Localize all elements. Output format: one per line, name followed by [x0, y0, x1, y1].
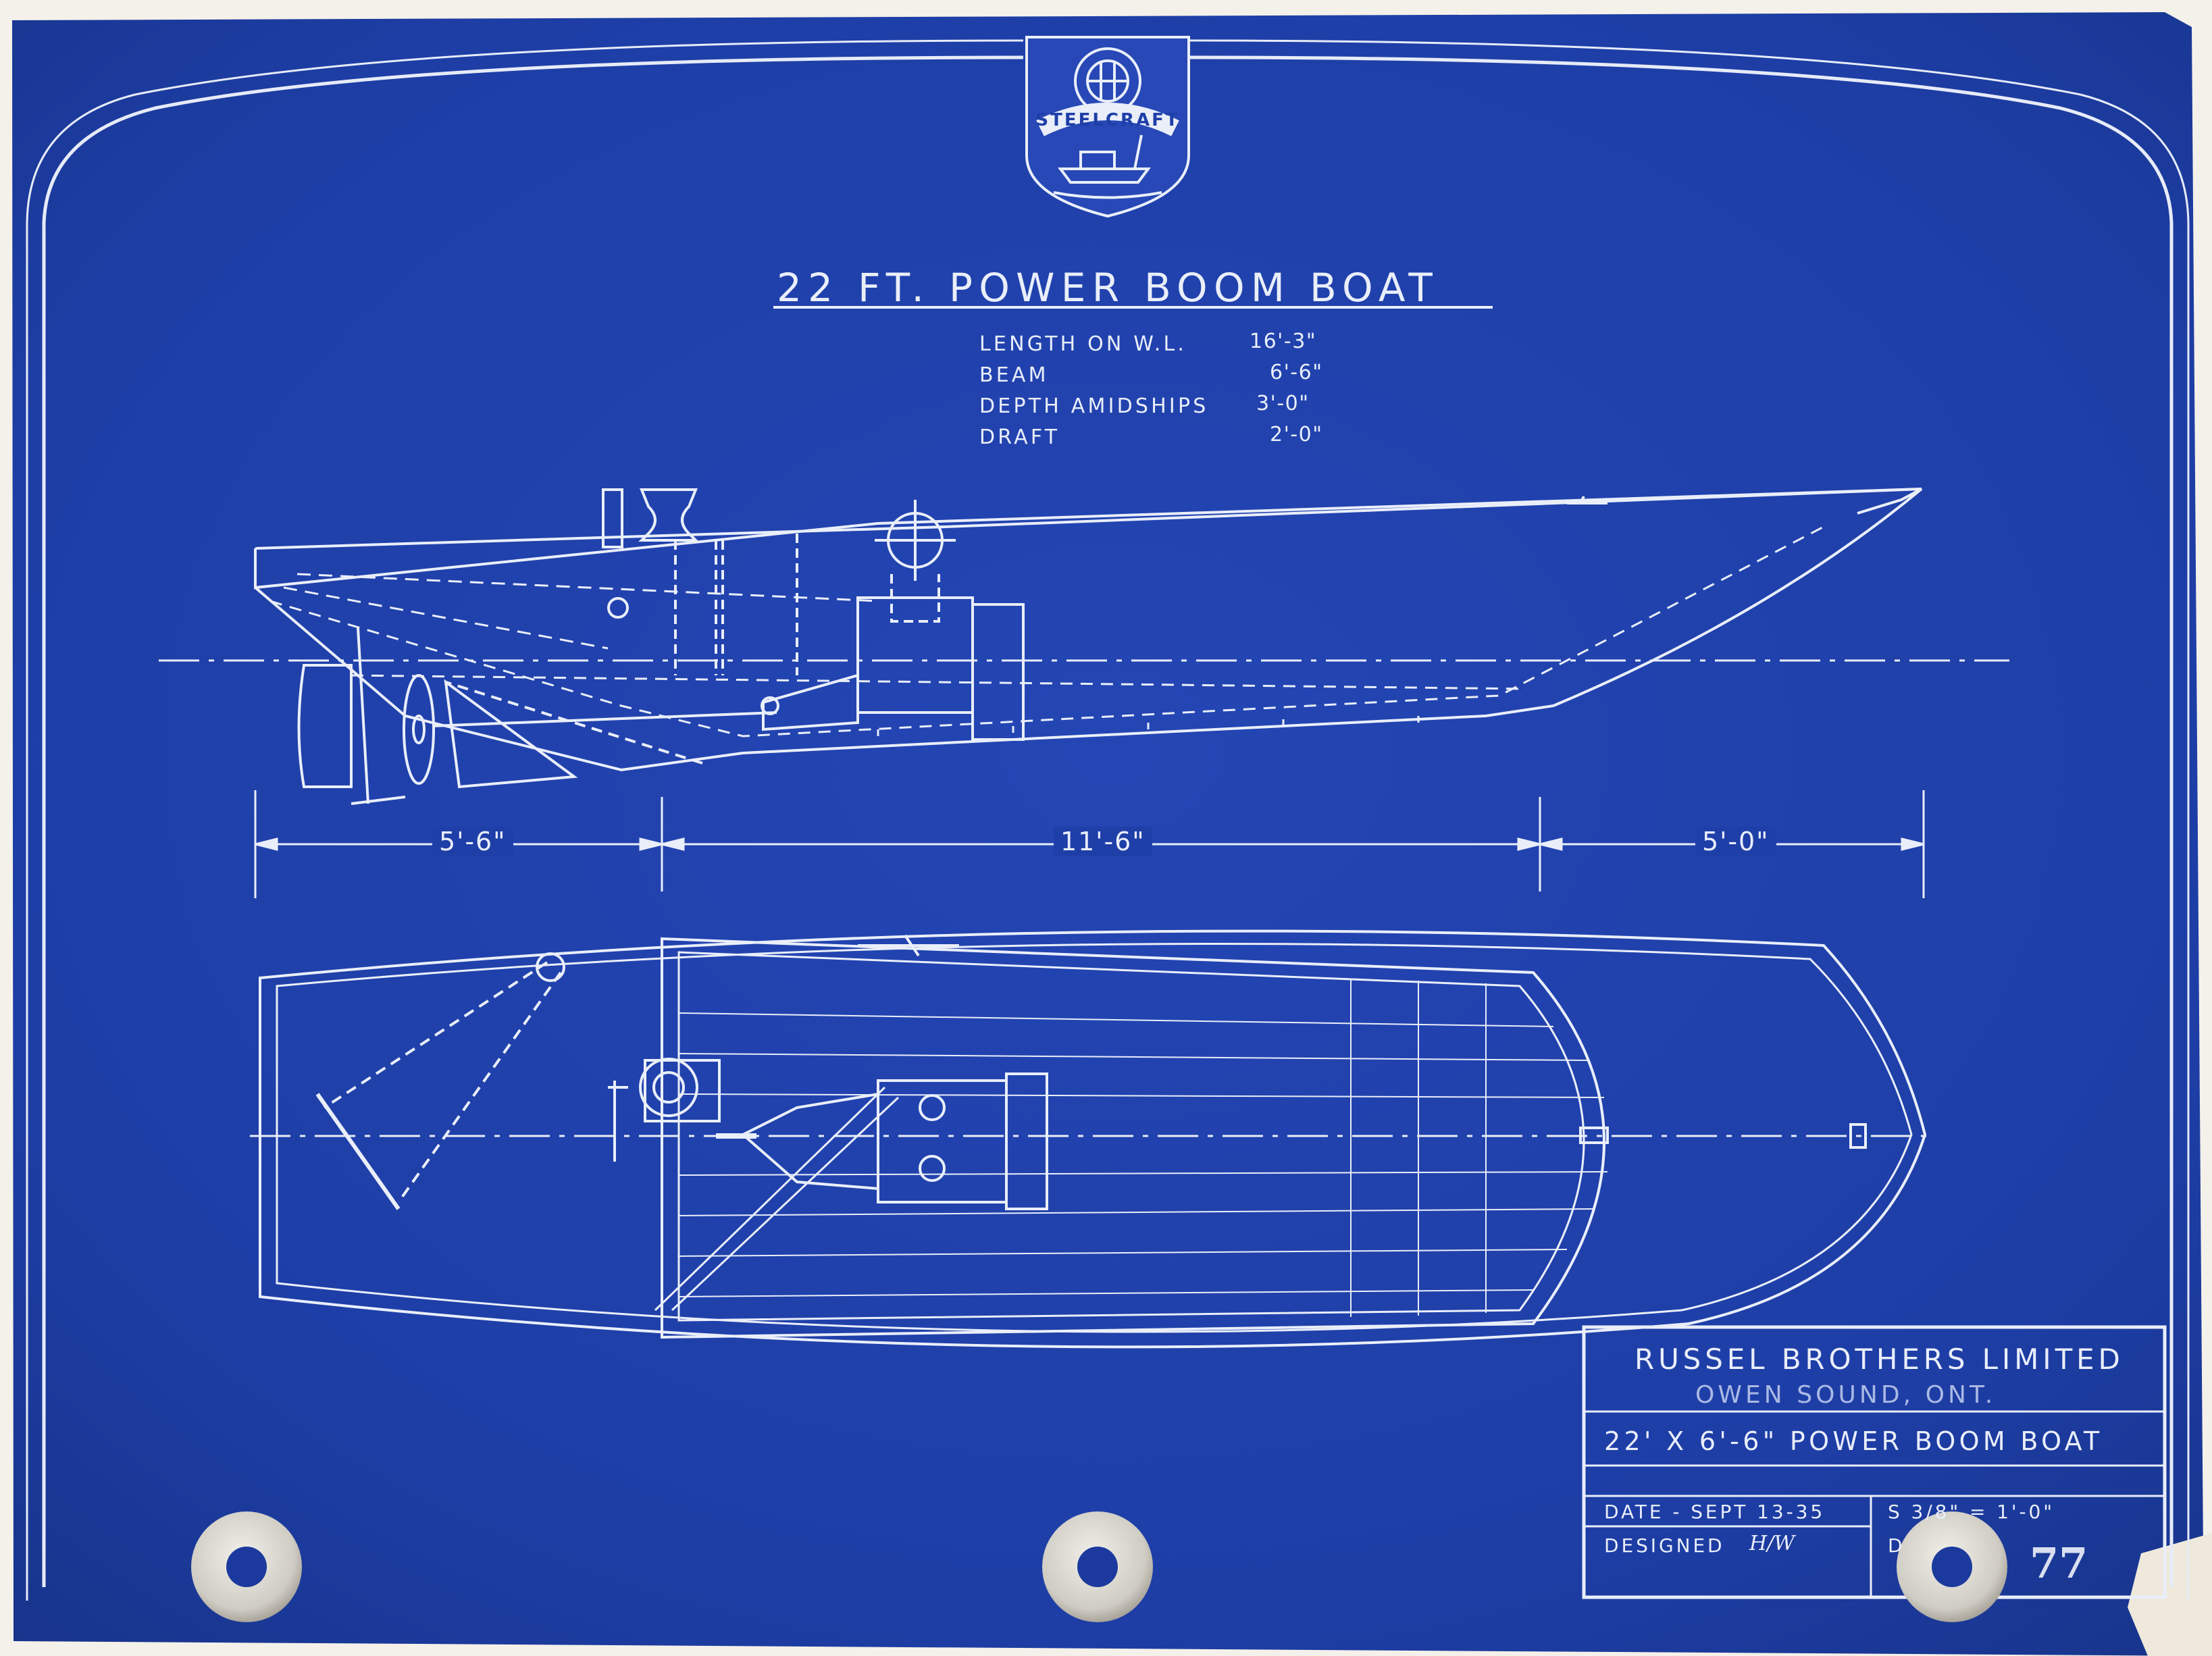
- designed-label: Designed: [1604, 1534, 1725, 1557]
- profile-view: [159, 488, 2009, 805]
- designer-initials: H/W: [1749, 1532, 1795, 1555]
- dimension-mid: 11'-6": [1054, 827, 1152, 856]
- drawing-scale: S 3/8" = 1'-0": [1888, 1501, 2055, 1523]
- dimension-stern: 5'-6": [432, 827, 513, 856]
- grommets: [191, 1511, 2007, 1622]
- spec-value: 2'-0": [1270, 423, 1323, 446]
- torn-corner: [2161, 0, 2212, 41]
- plan-view: [250, 929, 1932, 1349]
- sheet-number: 77: [2030, 1538, 2088, 1588]
- spec-label: Beam: [979, 363, 1049, 387]
- spec-label: Length on W.L.: [979, 332, 1187, 356]
- steelcraft-logo: STEELCRAFT: [1025, 36, 1190, 218]
- company-name: Russel Brothers Limited: [1635, 1343, 2124, 1376]
- spec-value: 6'-6": [1270, 361, 1323, 384]
- logo-text: STEELCRAFT: [1035, 110, 1179, 130]
- spec-value: 3'-0": [1256, 392, 1310, 415]
- spec-label: Depth Amidships: [979, 394, 1209, 418]
- dimension-bow: 5'-0": [1695, 827, 1776, 856]
- boat-description: 22' x 6'-6" Power Boom Boat: [1604, 1426, 2103, 1456]
- border-frame: [26, 39, 2190, 1601]
- drawing-title: 22 ft. Power Boom Boat: [777, 265, 1439, 311]
- title-block: [1582, 1325, 2167, 1599]
- spec-value: 16'-3": [1250, 330, 1317, 353]
- drawn-label: D: [1888, 1534, 1905, 1557]
- drawing-date: Date - Sept 13-35: [1604, 1501, 1826, 1523]
- company-location: Owen Sound, Ont.: [1695, 1381, 1997, 1409]
- spec-label: Draft: [979, 425, 1060, 449]
- torn-corner-bottom: [2128, 1533, 2212, 1656]
